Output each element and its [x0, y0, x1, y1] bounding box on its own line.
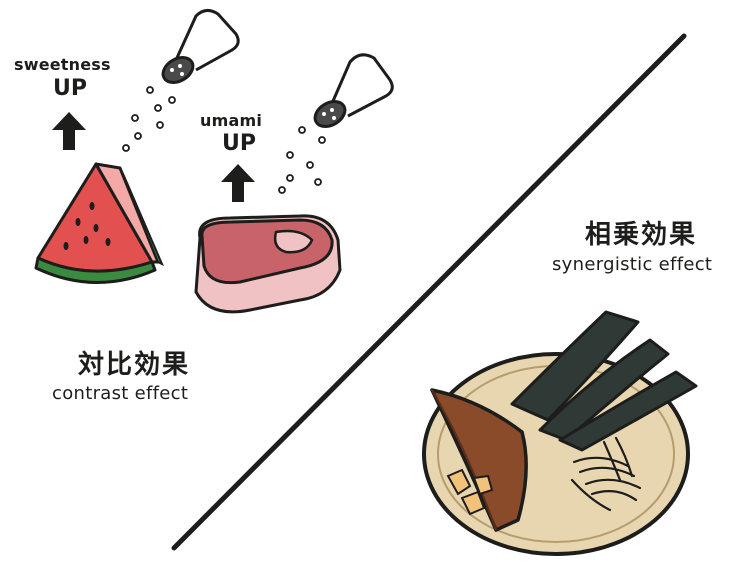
steak-icon	[196, 216, 340, 312]
synergy-title-en: synergistic effect	[552, 254, 712, 275]
salt-shaker-icon	[159, 10, 239, 87]
up-arrow-icon	[221, 164, 255, 202]
umami-up-label: UP	[222, 131, 256, 156]
contrast-title-en: contrast effect	[52, 383, 188, 404]
up-arrow-icon	[52, 112, 86, 150]
sweetness-up-label: UP	[53, 76, 87, 101]
watermelon-icon	[36, 164, 162, 283]
umami-label: umami	[200, 111, 262, 130]
synergy-title-jp: 相乗効果	[585, 214, 697, 251]
sweetness-label: sweetness	[14, 55, 111, 74]
salt-shaker-icon	[311, 55, 393, 132]
salt-grains-icon	[123, 87, 175, 151]
contrast-title-jp: 対比効果	[78, 344, 190, 381]
salt-grains-icon	[279, 127, 325, 193]
